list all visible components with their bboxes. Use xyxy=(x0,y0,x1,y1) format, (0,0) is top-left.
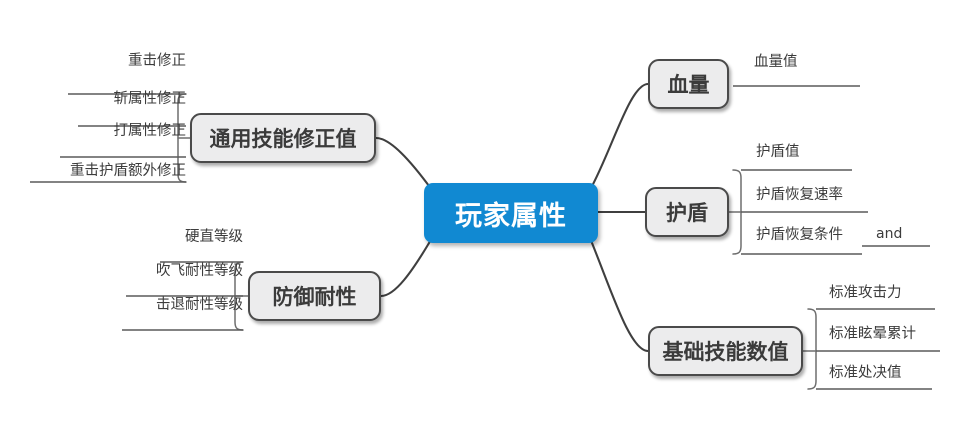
leaf-heavy-attack-modifier[interactable]: 重击修正 xyxy=(66,54,186,69)
branch-label: 基础技能数值 xyxy=(662,340,789,364)
branch-node-shield[interactable]: 护盾 xyxy=(645,187,729,237)
leaf-label: 护盾恢复条件 xyxy=(756,227,843,243)
leaf-standard-execution-value[interactable]: 标准处决值 xyxy=(829,366,902,381)
leaf-note-and[interactable]: and xyxy=(876,227,902,241)
leaf-label: 标准眩晕累计 xyxy=(829,326,916,342)
leaf-blunt-attribute-modifier[interactable]: 打属性修正 xyxy=(56,123,187,139)
edge-root-to-defense xyxy=(379,236,434,298)
leaf-shield-value[interactable]: 护盾值 xyxy=(756,145,800,160)
leaf-label: 标准处决值 xyxy=(829,365,902,381)
edge-root-to-basic xyxy=(588,236,650,353)
edge-root-to-general xyxy=(374,136,434,192)
branch-label: 护盾 xyxy=(666,201,708,225)
leaf-blowback-resistance-level[interactable]: 吹飞耐性等级 xyxy=(123,264,243,279)
leaf-note-label: and xyxy=(876,226,903,242)
leaf-label: 打属性修正 xyxy=(113,123,187,139)
leaf-label: 重击护盾额外修正 xyxy=(70,163,186,179)
leaf-standard-stun-accumulation[interactable]: 标准眩晕累计 xyxy=(829,327,916,342)
branch-node-basic-skill-values[interactable]: 基础技能数值 xyxy=(648,326,803,376)
leaf-label: 击退耐性等级 xyxy=(156,297,243,313)
leaf-label: 重击修正 xyxy=(128,53,186,69)
branch-label: 防御耐性 xyxy=(272,285,357,309)
leaf-label: 护盾值 xyxy=(756,144,800,160)
leaf-health-value[interactable]: 血量值 xyxy=(754,55,798,70)
leaf-label: 硬直等级 xyxy=(185,229,243,245)
branch-label: 通用技能修正值 xyxy=(209,127,357,151)
root-node[interactable]: 玩家属性 xyxy=(424,183,598,243)
branch-label: 血量 xyxy=(667,73,710,97)
branch-node-defense-resistance[interactable]: 防御耐性 xyxy=(248,271,381,321)
branch-node-general-skill-modifiers[interactable]: 通用技能修正值 xyxy=(190,113,376,163)
leaf-label: 吹飞耐性等级 xyxy=(156,263,243,279)
leaf-label: 护盾恢复速率 xyxy=(756,187,843,203)
leaf-knockback-resistance-level[interactable]: 击退耐性等级 xyxy=(123,298,243,313)
leaf-stagger-level[interactable]: 硬直等级 xyxy=(143,230,243,245)
leaf-label: 血量值 xyxy=(754,54,798,70)
leaf-slash-attribute-modifier[interactable]: 斩属性修正 xyxy=(56,91,187,107)
leaf-standard-attack-power[interactable]: 标准攻击力 xyxy=(829,286,902,301)
bracket-basic xyxy=(807,308,817,390)
leaf-label: 斩属性修正 xyxy=(113,91,187,107)
leaf-shield-recovery-rate[interactable]: 护盾恢复速率 xyxy=(756,188,843,203)
edge-root-to-hp xyxy=(588,82,650,192)
leaf-label: 标准攻击力 xyxy=(829,285,902,301)
leaf-heavy-attack-shield-extra-modifier[interactable]: 重击护盾额外修正 xyxy=(26,164,186,179)
branch-node-health[interactable]: 血量 xyxy=(648,59,729,109)
root-node-label: 玩家属性 xyxy=(455,200,567,232)
leaf-shield-recovery-condition[interactable]: 护盾恢复条件 xyxy=(756,228,843,243)
